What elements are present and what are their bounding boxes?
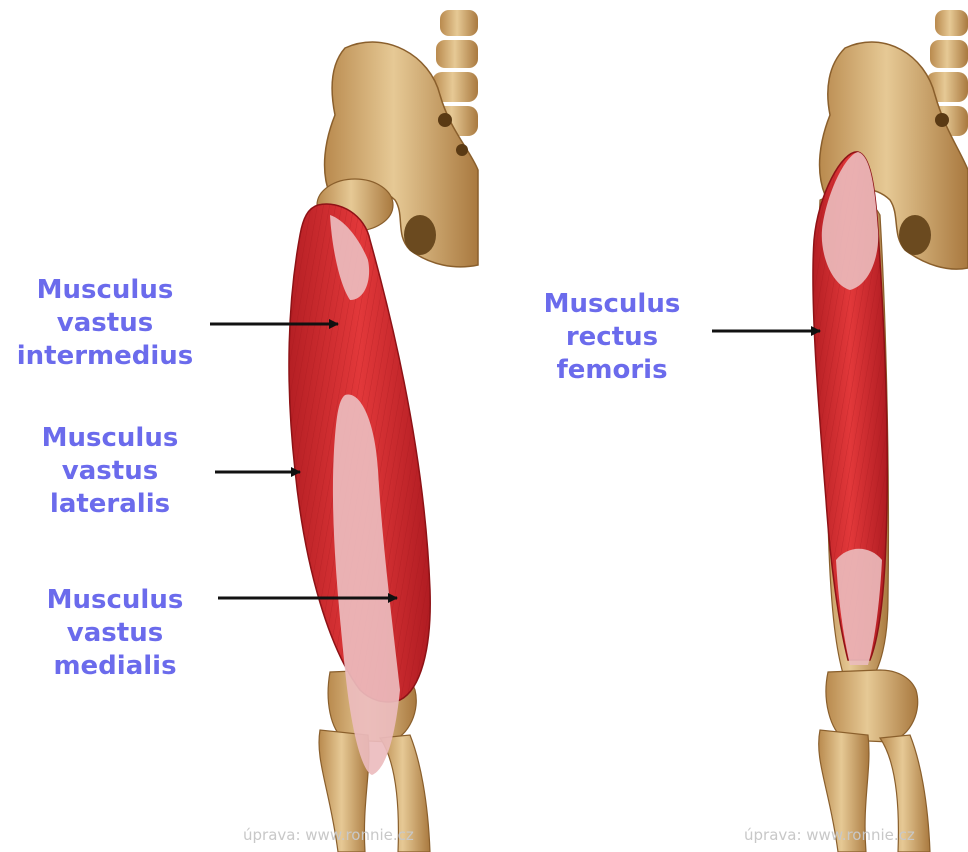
- label-vastus-lateralis: Musculus vastus lateralis: [10, 422, 210, 521]
- obturator-foramen-right: [899, 215, 931, 255]
- label-line: Musculus: [5, 274, 205, 307]
- left-thigh: [210, 10, 478, 852]
- label-line: medialis: [15, 650, 215, 683]
- label-line: vastus: [15, 617, 215, 650]
- label-line: femoris: [512, 354, 712, 387]
- label-vastus-intermedius: Musculus vastus intermedius: [5, 274, 205, 373]
- knee-bones-right: [826, 670, 918, 742]
- label-line: Musculus: [512, 288, 712, 321]
- label-line: intermedius: [5, 340, 205, 373]
- label-line: Musculus: [15, 584, 215, 617]
- label-line: rectus: [512, 321, 712, 354]
- label-line: lateralis: [10, 488, 210, 521]
- credit-right: úprava: www.ronnie.cz: [744, 826, 968, 844]
- label-rectus-femoris: Musculus rectus femoris: [512, 288, 712, 387]
- obturator-foramen-left: [404, 215, 436, 255]
- label-line: Musculus: [10, 422, 210, 455]
- label-vastus-medialis: Musculus vastus medialis: [15, 584, 215, 683]
- label-line: vastus: [10, 455, 210, 488]
- right-thigh: [712, 10, 968, 852]
- credit-left: úprava: www.ronnie.cz: [243, 826, 414, 844]
- label-line: vastus: [5, 307, 205, 340]
